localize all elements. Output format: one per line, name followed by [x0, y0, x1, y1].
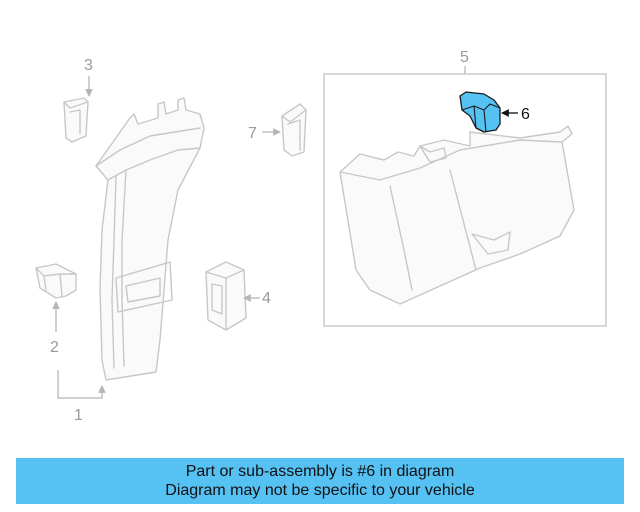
- banner-line-part-number: Part or sub-assembly is #6 in diagram: [185, 463, 455, 480]
- leader-1b: [57, 370, 80, 399]
- part-7-clip[interactable]: [281, 103, 307, 157]
- part-3-clip[interactable]: [63, 97, 89, 143]
- callout-3: 3: [84, 57, 93, 74]
- part-1-pillar-trim[interactable]: [95, 97, 205, 381]
- part-6-highlighted-clip[interactable]: [459, 91, 501, 133]
- callout-2: 2: [50, 339, 59, 356]
- callout-4: 4: [262, 290, 271, 307]
- callout-7: 7: [248, 125, 257, 142]
- parts-diagram: 3 1 2 4 7 5: [35, 49, 607, 424]
- banner-line-disclaimer: Diagram may not be specific to your vehi…: [165, 482, 475, 499]
- callout-1: 1: [74, 407, 83, 424]
- part-2-clip[interactable]: [35, 263, 77, 299]
- part-4-clip[interactable]: [205, 261, 247, 331]
- callout-5: 5: [460, 49, 469, 66]
- sub-assembly-5-box[interactable]: [323, 73, 607, 327]
- part-5-quarter-trim[interactable]: [339, 125, 575, 305]
- callout-6: 6: [521, 106, 530, 123]
- leader-1: [80, 385, 106, 399]
- info-banner: Part or sub-assembly is #6 in diagram Di…: [16, 458, 624, 504]
